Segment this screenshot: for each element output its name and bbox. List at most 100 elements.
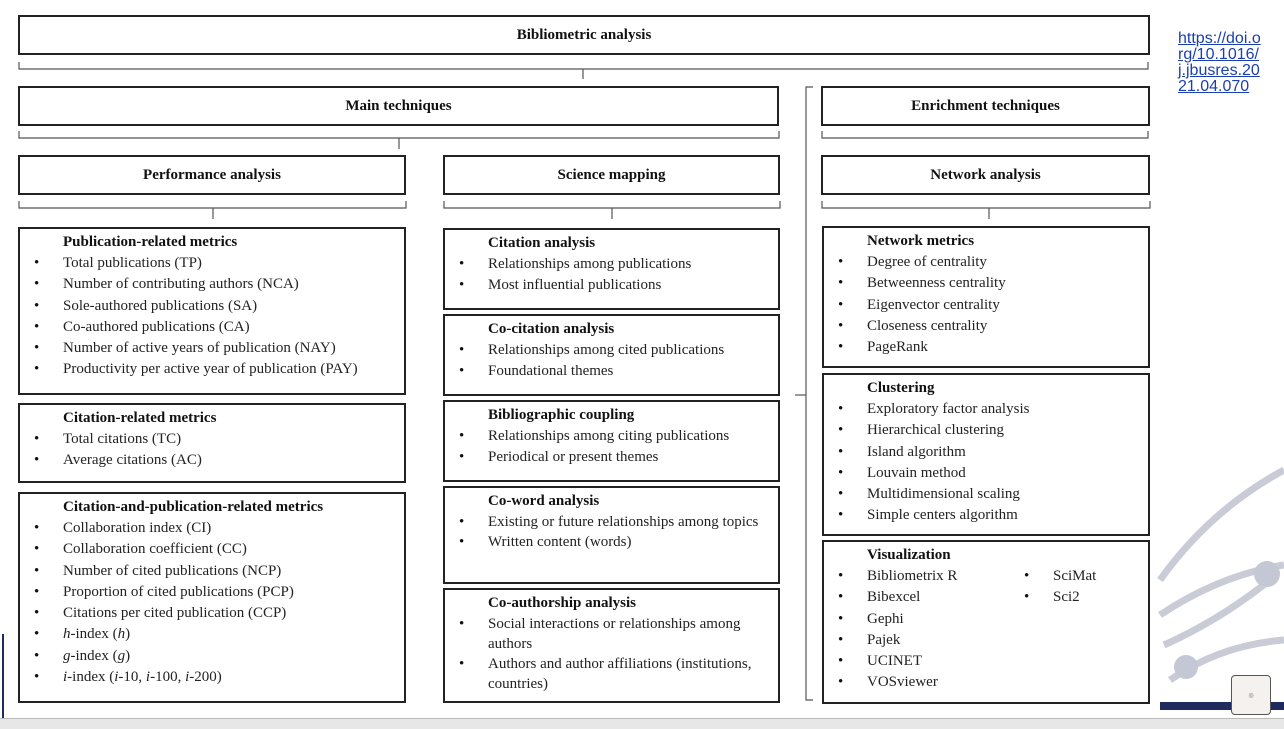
list-item: Periodical or present themes bbox=[459, 447, 770, 469]
diagram-title: Bibliometric analysis bbox=[18, 15, 1150, 55]
list-item: Total publications (TP) bbox=[34, 253, 396, 275]
list-item: Total citations (TC) bbox=[34, 429, 396, 451]
list-item: Productivity per active year of publicat… bbox=[34, 359, 396, 381]
list-item: Number of contributing authors (NCA) bbox=[34, 274, 396, 296]
g-index-suffix: -index ( bbox=[70, 647, 118, 664]
co-word-analysis-box: Co-word analysis Existing or future rela… bbox=[443, 486, 780, 584]
network-decoration-graphic bbox=[1157, 466, 1284, 710]
g-index-var: g bbox=[117, 647, 126, 664]
science-mapping-box: Science mapping bbox=[443, 155, 780, 195]
i-index-d: -100, bbox=[150, 669, 186, 686]
list-item: Foundational themes bbox=[459, 361, 770, 383]
co-authorship-analysis-box: Co-authorship analysis Social interactio… bbox=[443, 588, 780, 703]
citation-analysis-box: Citation analysis Relationships among pu… bbox=[443, 228, 780, 310]
g-index-prefix: g bbox=[63, 647, 71, 664]
visualization-box: Visualization Bibliometrix R Bibexcel Ge… bbox=[822, 540, 1150, 704]
list-item: Co-authored publications (CA) bbox=[34, 317, 396, 339]
g-index-item: g-index (g) bbox=[34, 646, 396, 668]
list-item: Relationships among cited publications bbox=[459, 340, 770, 362]
list-item: Relationships among publications bbox=[459, 254, 770, 276]
i-index-item: i-index (i-10, i-100, i-200) bbox=[34, 667, 396, 689]
list-item: UCINET bbox=[838, 651, 1053, 673]
h-index-var: h bbox=[117, 626, 126, 643]
clustering-box: Clustering Exploratory factor analysis H… bbox=[822, 373, 1150, 536]
main-techniques-box: Main techniques bbox=[18, 86, 779, 126]
i-index-b: -10, bbox=[118, 669, 146, 686]
list-item: Most influential publications bbox=[459, 275, 770, 297]
list-item: Closeness centrality bbox=[838, 316, 1140, 338]
network-metrics-box: Network metrics Degree of centrality Bet… bbox=[822, 226, 1150, 368]
list-item: Gephi bbox=[838, 609, 1053, 631]
i-index-a: i bbox=[114, 669, 119, 686]
list-item: Existing or future relationships among t… bbox=[459, 512, 770, 532]
enrichment-techniques-box: Enrichment techniques bbox=[821, 86, 1150, 126]
list-item: Bibliometrix R bbox=[838, 566, 1053, 588]
i-index-prefix: i bbox=[63, 669, 68, 686]
citation-publication-metrics-box: Citation-and-publication-related metrics… bbox=[18, 492, 406, 703]
main-techniques-label: Main techniques bbox=[345, 97, 452, 114]
list-item: VOSviewer bbox=[838, 672, 1053, 694]
list-item: Authors and author affiliations (institu… bbox=[459, 654, 770, 694]
g-index-end: ) bbox=[125, 647, 131, 664]
science-mapping-label: Science mapping bbox=[557, 166, 666, 183]
list-item: Relationships among citing publications bbox=[459, 426, 770, 448]
h-index-item: h-index (h) bbox=[34, 624, 396, 646]
diagram-title-text: Bibliometric analysis bbox=[516, 26, 652, 43]
i-index-e: i bbox=[185, 669, 190, 686]
i-index-f: -200) bbox=[189, 669, 222, 686]
publication-metrics-title: Publication-related metrics bbox=[63, 234, 238, 250]
visualization-title: Visualization bbox=[867, 547, 951, 563]
doi-link[interactable]: https://doi.org/10.1016/j.jbusres.2021.0… bbox=[1178, 30, 1261, 95]
publication-metrics-box: Publication-related metrics Total public… bbox=[18, 227, 406, 395]
network-analysis-box: Network analysis bbox=[821, 155, 1150, 195]
h-index-end: ) bbox=[125, 626, 131, 643]
list-item: PageRank bbox=[838, 337, 1140, 359]
left-accent-bar bbox=[2, 634, 4, 720]
list-item: Number of cited publications (NCP) bbox=[34, 561, 396, 583]
list-item: Island algorithm bbox=[838, 442, 1140, 464]
citation-analysis-title: Citation analysis bbox=[488, 235, 596, 251]
channel-logo-icon: ◎ bbox=[1231, 675, 1271, 715]
list-item: Sci2 bbox=[1024, 587, 1163, 609]
list-item: Proportion of cited publications (PCP) bbox=[34, 582, 396, 604]
list-item: Sole-authored publications (SA) bbox=[34, 296, 396, 318]
list-item: Number of active years of publication (N… bbox=[34, 338, 396, 360]
list-item: Simple centers algorithm bbox=[838, 505, 1140, 527]
co-word-analysis-title: Co-word analysis bbox=[488, 493, 600, 509]
list-item: Citations per cited publication (CCP) bbox=[34, 603, 396, 625]
list-item: Eigenvector centrality bbox=[838, 295, 1140, 317]
bibliographic-coupling-box: Bibliographic coupling Relationships amo… bbox=[443, 400, 780, 482]
co-citation-analysis-box: Co-citation analysis Relationships among… bbox=[443, 314, 780, 396]
enrichment-techniques-label: Enrichment techniques bbox=[911, 97, 1060, 114]
list-item: Average citations (AC) bbox=[34, 450, 396, 472]
list-item: Collaboration index (CI) bbox=[34, 518, 396, 540]
list-item: Betweenness centrality bbox=[838, 273, 1140, 295]
h-index-suffix: -index ( bbox=[70, 626, 118, 643]
i-index-c: i bbox=[145, 669, 151, 686]
network-metrics-title: Network metrics bbox=[867, 233, 975, 249]
bibliographic-coupling-title: Bibliographic coupling bbox=[488, 407, 635, 423]
network-analysis-label: Network analysis bbox=[930, 166, 1041, 183]
list-item: Collaboration coefficient (CC) bbox=[34, 539, 396, 561]
performance-analysis-label: Performance analysis bbox=[143, 166, 281, 183]
co-citation-analysis-title: Co-citation analysis bbox=[488, 321, 615, 337]
h-index-prefix: h bbox=[63, 626, 71, 643]
i-index-mid: -index ( bbox=[67, 669, 115, 686]
citation-metrics-box: Citation-related metrics Total citations… bbox=[18, 403, 406, 483]
bottom-bar bbox=[0, 718, 1284, 729]
citation-metrics-title: Citation-related metrics bbox=[63, 410, 217, 426]
performance-analysis-box: Performance analysis bbox=[18, 155, 406, 195]
list-item: SciMat bbox=[1024, 566, 1163, 588]
list-item: Hierarchical clustering bbox=[838, 420, 1140, 442]
clustering-title: Clustering bbox=[867, 380, 935, 396]
list-item: Bibexcel bbox=[838, 587, 1053, 609]
list-item: Degree of centrality bbox=[838, 252, 1140, 274]
list-item: Multidimensional scaling bbox=[838, 484, 1140, 506]
list-item: Exploratory factor analysis bbox=[838, 399, 1140, 421]
citation-publication-metrics-title: Citation-and-publication-related metrics bbox=[63, 499, 324, 515]
list-item: Social interactions or relationships amo… bbox=[459, 614, 770, 654]
list-item: Louvain method bbox=[838, 463, 1140, 485]
list-item: Pajek bbox=[838, 630, 1053, 652]
co-authorship-analysis-title: Co-authorship analysis bbox=[488, 595, 636, 611]
